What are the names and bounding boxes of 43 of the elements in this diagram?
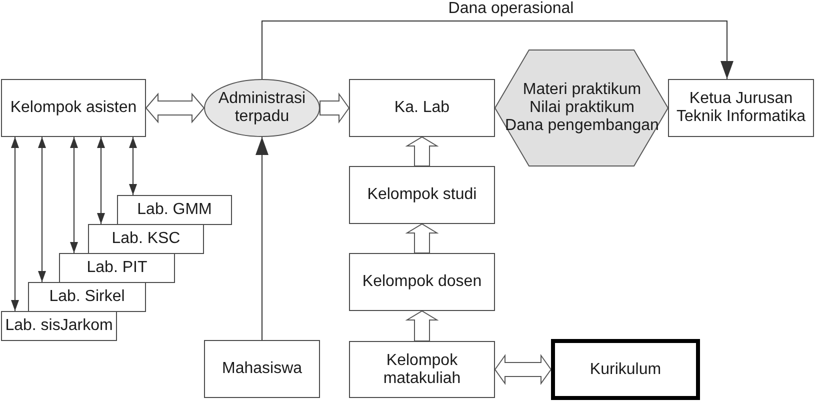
node-label: Lab. KSC <box>112 230 180 248</box>
node-label: Lab. sisJarkom <box>5 317 113 335</box>
process-box <box>349 253 495 311</box>
process-box <box>1 311 117 341</box>
process-box <box>551 339 700 400</box>
process-box <box>28 282 146 312</box>
block-arrow <box>405 136 439 166</box>
node-label: Ka. Lab <box>394 99 450 117</box>
arrow <box>262 20 734 80</box>
process-box <box>59 253 175 283</box>
double-arrow <box>11 136 19 312</box>
edge-label: Materi praktikum Nilai praktikum Dana pengembangan <box>504 81 660 135</box>
node-label: Lab. GMM <box>137 201 212 219</box>
node-label: Ketua Jurusan Teknik Informatika <box>676 90 806 126</box>
block-arrow <box>405 223 439 254</box>
node-label: Mahasiswa <box>222 360 302 378</box>
block-double-arrow <box>494 50 669 166</box>
block-arrow <box>405 310 439 342</box>
process-box <box>1 79 146 137</box>
node-label: Kelompok asisten <box>10 99 137 117</box>
node-label: Kelompok dosen <box>362 273 482 291</box>
process-box <box>349 79 495 137</box>
node-label: Kelompok matakuliah <box>382 352 462 388</box>
block-arrow <box>320 92 350 124</box>
process-ellipse <box>204 79 320 137</box>
node-label: Lab. PIT <box>86 259 148 277</box>
process-box <box>204 340 320 398</box>
node-label: Kelompok studi <box>367 186 477 204</box>
process-box <box>88 224 204 254</box>
process-box <box>668 79 814 137</box>
block-double-arrow <box>145 92 205 124</box>
arrow <box>256 136 268 340</box>
block-double-arrow <box>494 354 552 386</box>
process-box <box>349 341 495 398</box>
node-label: Kurikulum <box>590 360 662 378</box>
process-box <box>349 166 495 224</box>
double-arrow <box>97 136 105 224</box>
process-box <box>117 195 232 225</box>
double-arrow <box>70 136 78 254</box>
double-arrow <box>38 136 46 282</box>
node-label: Administrasi terpadu <box>217 90 307 126</box>
node-label: Lab. Sirkel <box>49 288 125 306</box>
double-arrow <box>129 136 137 196</box>
